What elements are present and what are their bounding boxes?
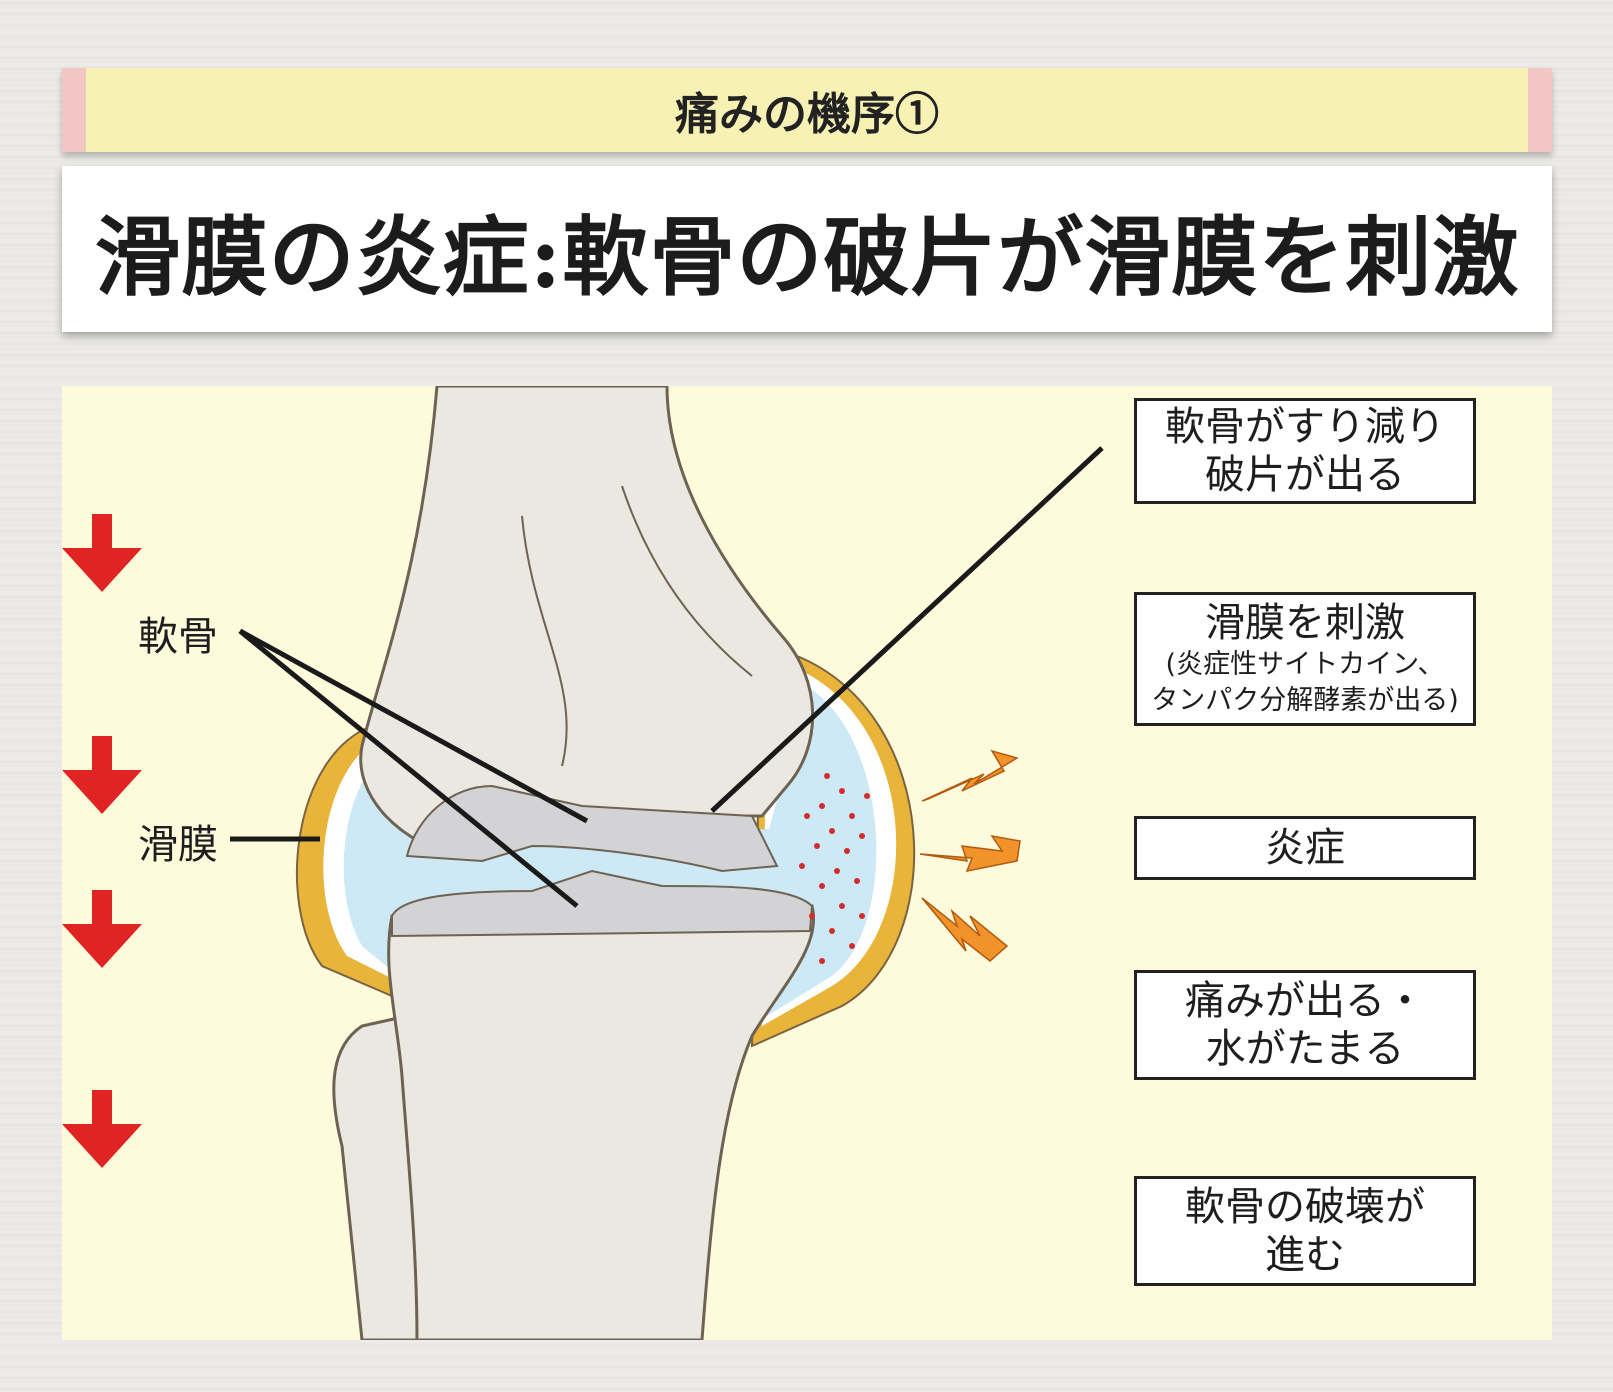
flow-step-1-line-1: 軟骨がすり減り	[1165, 404, 1445, 450]
banner-title: 痛みの機序①	[675, 89, 939, 140]
section-banner: 痛みの機序①	[62, 68, 1552, 152]
title-box: 滑膜の炎症:軟骨の破片が滑膜を刺激	[62, 166, 1552, 332]
knee-joint-illustration	[230, 386, 1104, 1340]
down-arrow-icon	[62, 736, 142, 814]
cartilage-fragments	[799, 773, 870, 964]
tibia-cartilage	[391, 869, 814, 938]
down-arrow-icon	[62, 890, 142, 968]
flow-step-5: 軟骨の破壊が 進む	[1134, 1176, 1476, 1286]
flow-step-3-line-1: 炎症	[1265, 825, 1345, 871]
flow-step-2: 滑膜を刺激 (炎症性サイトカイン、 タンパク分解酵素が出る)	[1134, 592, 1476, 726]
femur-cartilage	[405, 784, 779, 873]
flow-step-5-line-1: 軟骨の破壊が	[1185, 1184, 1425, 1230]
flow-step-1: 軟骨がすり減り 破片が出る	[1134, 398, 1476, 504]
flow-step-3: 炎症	[1134, 816, 1476, 880]
tibia	[387, 904, 815, 1340]
flow-step-4-line-2: 水がたまる	[1205, 1026, 1405, 1072]
lightning-bolt-icon	[919, 749, 1021, 962]
flow-step-2-sub-1: (炎症性サイトカイン、	[1165, 649, 1445, 680]
flow-step-5-line-2: 進む	[1265, 1232, 1345, 1278]
down-arrow-icon	[62, 1090, 142, 1168]
down-arrow-icon	[62, 514, 142, 592]
flow-step-1-line-2: 破片が出る	[1205, 452, 1405, 498]
flow-step-2-sub-2: タンパク分解酵素が出る)	[1151, 685, 1459, 716]
label-cartilage: 軟骨	[138, 614, 218, 660]
flow-step-4: 痛みが出る・ 水がたまる	[1134, 970, 1476, 1080]
flow-step-4-line-1: 痛みが出る・	[1185, 978, 1425, 1024]
flow-step-2-main: 滑膜を刺激	[1205, 600, 1405, 646]
diagram-panel: 軟骨 滑膜 軟骨がすり減り 破片が出る 滑膜を刺激 (炎症性サイトカイン、 タン…	[62, 386, 1552, 1340]
page-title: 滑膜の炎症:軟骨の破片が滑膜を刺激	[94, 206, 1520, 308]
label-synovium: 滑膜	[138, 822, 218, 868]
